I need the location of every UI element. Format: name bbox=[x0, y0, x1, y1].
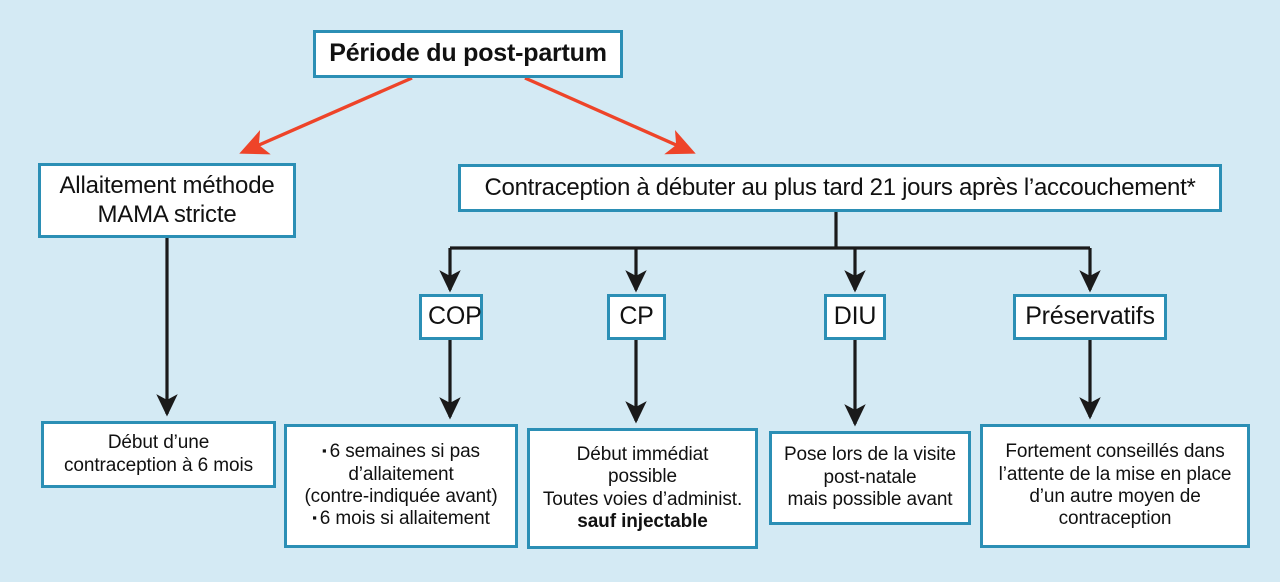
node-detail-mama-line-2: contraception à 6 mois bbox=[64, 454, 253, 476]
node-contraception-band-label: Contraception à débuter au plus tard 21 … bbox=[484, 173, 1196, 201]
node-method-diu: DIU bbox=[824, 294, 886, 340]
node-detail-cop: ▪6 semaines si pas d’allaitement (contre… bbox=[284, 424, 518, 548]
node-method-cop-label: COP bbox=[428, 302, 482, 331]
node-detail-cop-bullet-1-line-2: d’allaitement bbox=[348, 463, 454, 485]
node-method-cp-label: CP bbox=[619, 302, 654, 331]
node-method-diu-label: DIU bbox=[833, 302, 877, 331]
node-detail-preservatifs-line-2: l’attente de la mise en place bbox=[998, 463, 1232, 485]
node-detail-diu-line-3: mais possible avant bbox=[787, 489, 953, 511]
arrow-title-to-mama bbox=[239, 76, 413, 155]
node-detail-cp-line-3: Toutes voies d’administ. bbox=[542, 488, 743, 510]
node-detail-preservatifs-line-3: d’un autre moyen de bbox=[1029, 486, 1201, 507]
node-detail-cop-bullet-1: ▪6 semaines si pas bbox=[293, 441, 509, 463]
node-mama-line-2: MAMA stricte bbox=[97, 200, 237, 228]
arrow-title-to-band bbox=[524, 76, 696, 155]
node-detail-diu: Pose lors de la visite post-natale mais … bbox=[769, 431, 971, 525]
node-mama-line-1: Allaitement méthode bbox=[59, 172, 275, 200]
bullet-square-icon: ▪ bbox=[312, 510, 317, 526]
node-method-preservatifs: Préservatifs bbox=[1013, 294, 1167, 340]
node-detail-mama-line-1: Début d’une bbox=[107, 432, 210, 454]
node-method-cop: COP bbox=[419, 294, 483, 340]
node-detail-diu-line-2: post-natale bbox=[823, 466, 917, 488]
node-detail-cop-bullet-2-line-1: 6 mois si allaitement bbox=[319, 508, 490, 530]
node-postpartum-period: Période du post-partum bbox=[313, 30, 623, 78]
node-contraception-within-21-days: Contraception à débuter au plus tard 21 … bbox=[458, 164, 1222, 212]
node-detail-preservatifs-line-4: contraception bbox=[1058, 508, 1172, 530]
bullet-square-icon: ▪ bbox=[322, 443, 327, 459]
node-mama-breastfeeding: Allaitement méthode MAMA stricte bbox=[38, 163, 296, 238]
node-postpartum-period-label: Période du post-partum bbox=[329, 39, 607, 68]
node-detail-cp-line-2: possible bbox=[608, 466, 677, 488]
node-detail-cp-line-4: sauf injectable bbox=[577, 510, 708, 532]
node-detail-preservatifs: Fortement conseillés dans l’attente de l… bbox=[980, 424, 1250, 548]
node-method-cp: CP bbox=[607, 294, 666, 340]
node-detail-cp: Début immédiat possible Toutes voies d’a… bbox=[527, 428, 758, 549]
node-detail-mama: Début d’une contraception à 6 mois bbox=[41, 421, 276, 488]
node-detail-preservatifs-line-1: Fortement conseillés dans bbox=[1005, 441, 1225, 463]
node-detail-cop-bullet-2: ▪6 mois si allaitement bbox=[293, 508, 509, 530]
node-detail-diu-line-1: Pose lors de la visite bbox=[783, 444, 957, 466]
node-method-preservatifs-label: Préservatifs bbox=[1025, 302, 1155, 331]
node-detail-cp-line-1: Début immédiat bbox=[576, 443, 709, 465]
node-detail-cop-bullet-1-line-1: 6 semaines si pas bbox=[329, 441, 480, 463]
node-detail-cop-bullet-1-line-3: (contre-indiquée avant) bbox=[304, 486, 498, 507]
distribution-bus bbox=[439, 212, 1101, 293]
